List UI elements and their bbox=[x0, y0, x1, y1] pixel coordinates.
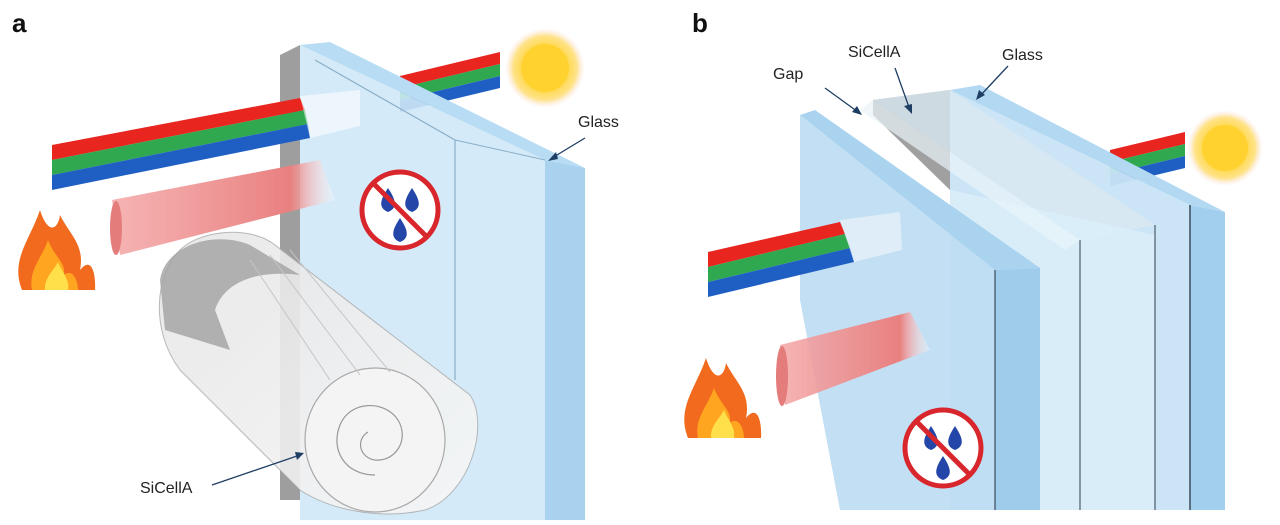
glass-label-a: Glass bbox=[578, 114, 619, 131]
panel-b: b Gap SiCellA Glass bbox=[640, 0, 1280, 525]
sicella-label-b: SiCellA bbox=[848, 44, 901, 61]
panel-letter-a: a bbox=[12, 8, 27, 38]
sun-icon bbox=[1187, 110, 1263, 186]
heat-beam bbox=[776, 312, 930, 406]
gap-label-b: Gap bbox=[773, 66, 804, 83]
gap-space bbox=[860, 100, 1080, 250]
label-arrows bbox=[211, 137, 586, 486]
panel-b-diagram bbox=[684, 65, 1263, 510]
panel-letter-b: b bbox=[692, 8, 708, 38]
light-rays-front bbox=[708, 212, 902, 297]
panel-a: a Glass SiCellA bbox=[12, 8, 619, 520]
no-water-icon bbox=[359, 169, 441, 251]
flame-icon bbox=[18, 210, 96, 290]
sun-icon bbox=[505, 28, 585, 108]
glass-label-b: Glass bbox=[1002, 47, 1043, 64]
flame-icon bbox=[684, 358, 762, 438]
no-water-icon bbox=[902, 407, 984, 489]
sicella-roll bbox=[158, 231, 479, 515]
heat-beam bbox=[110, 160, 335, 255]
panel-a-diagram bbox=[18, 28, 586, 520]
sicella-label-a: SiCellA bbox=[140, 480, 193, 497]
label-arrows bbox=[824, 65, 1009, 115]
light-rays-front bbox=[52, 90, 360, 190]
